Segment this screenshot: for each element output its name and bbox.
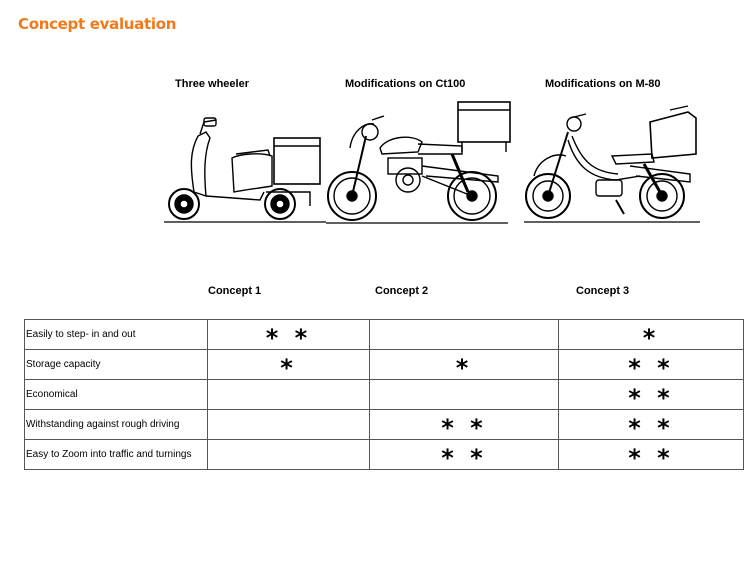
table-row: Easily to step- in and out * * * — [24, 319, 744, 350]
concept-evaluation-table: Easily to step- in and out * * * Storage… — [24, 319, 744, 470]
rating-cell: * * — [558, 379, 744, 410]
vehicle-label-m80: Modifications on M-80 — [545, 78, 661, 90]
three-wheeler-scooter-illustration — [164, 117, 326, 223]
page-title: Concept evaluation — [18, 15, 177, 33]
criterion-cell: Economical — [24, 379, 208, 410]
vehicle-label-ct100: Modifications on Ct100 — [345, 78, 466, 90]
motorcycle-with-cargo-box-illustration — [326, 101, 511, 224]
table-row: Withstanding against rough driving * * *… — [24, 409, 744, 440]
criterion-cell: Easily to step- in and out — [24, 319, 208, 350]
rating-cell — [369, 379, 559, 410]
rating-cell: * * — [207, 319, 370, 350]
rating-cell: * — [369, 349, 559, 380]
moped-with-cargo-box-illustration — [524, 105, 700, 223]
concept-3-header: Concept 3 — [576, 285, 630, 297]
vehicle-label-three-wheeler: Three wheeler — [175, 78, 249, 90]
rating-cell — [369, 319, 559, 350]
concept-2-header: Concept 2 — [375, 285, 429, 297]
table-row: Storage capacity * * * * — [24, 349, 744, 380]
rating-cell: * * — [369, 439, 559, 470]
criterion-cell: Easy to Zoom into traffic and turnings — [24, 439, 208, 470]
rating-cell: * * — [558, 409, 744, 440]
rating-cell — [207, 409, 370, 440]
criterion-cell: Withstanding against rough driving — [24, 409, 208, 440]
rating-cell: * — [207, 349, 370, 380]
rating-cell — [207, 379, 370, 410]
table-row: Economical * * — [24, 379, 744, 410]
concept-1-header: Concept 1 — [208, 285, 262, 297]
table-row: Easy to Zoom into traffic and turnings *… — [24, 439, 744, 470]
rating-cell: * * — [369, 409, 559, 440]
rating-cell: * * — [558, 349, 744, 380]
criterion-cell: Storage capacity — [24, 349, 208, 380]
rating-cell: * * — [558, 439, 744, 470]
rating-cell — [207, 439, 370, 470]
rating-cell: * — [558, 319, 744, 350]
